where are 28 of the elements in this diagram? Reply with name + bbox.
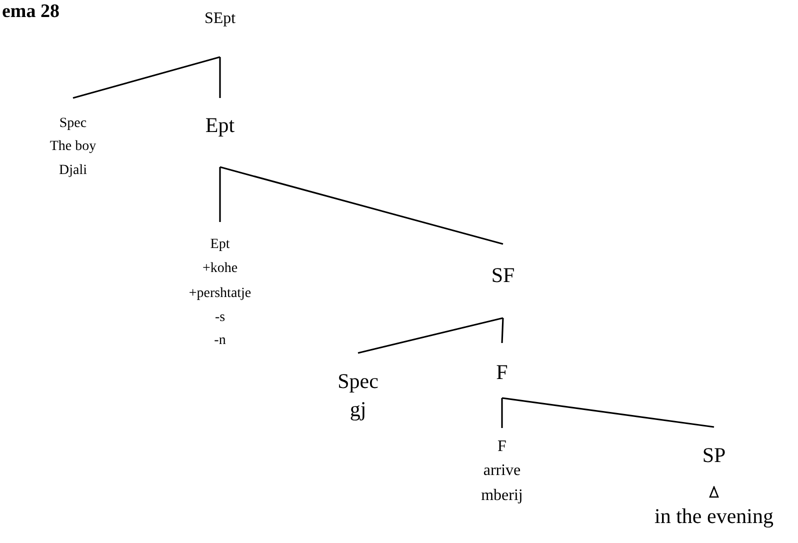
node-label: F bbox=[498, 439, 506, 456]
node-label: Ept bbox=[210, 238, 230, 252]
node-word: The boy bbox=[50, 140, 96, 154]
node-label: SEpt bbox=[204, 11, 236, 28]
node-label: Spec bbox=[59, 117, 87, 132]
node-word: +pershtatje bbox=[188, 287, 252, 302]
node-word: mberij bbox=[481, 488, 523, 504]
node-label: F bbox=[496, 362, 508, 384]
node-label: SP bbox=[702, 445, 726, 466]
node-word: +kohe bbox=[202, 262, 238, 276]
tree-branch bbox=[220, 166, 504, 245]
node-word: gj bbox=[350, 399, 366, 420]
tree-branch bbox=[219, 167, 221, 222]
node-word: -n bbox=[214, 334, 226, 348]
node-label: SF bbox=[491, 265, 515, 286]
tree-branch bbox=[501, 398, 503, 428]
node-label: Ept bbox=[205, 115, 235, 136]
diagram-title: ema 28 bbox=[2, 1, 60, 23]
node-word: in the evening bbox=[654, 506, 774, 528]
node-word: Djali bbox=[59, 164, 87, 178]
tree-branch bbox=[502, 397, 714, 428]
node-word: -s bbox=[214, 311, 226, 326]
tree-branch bbox=[358, 317, 504, 354]
tree-branch bbox=[219, 57, 221, 98]
tree-branch bbox=[72, 56, 220, 99]
node-label: Spec bbox=[338, 371, 378, 392]
node-word: arrive bbox=[483, 463, 521, 480]
tree-branch bbox=[501, 318, 504, 344]
